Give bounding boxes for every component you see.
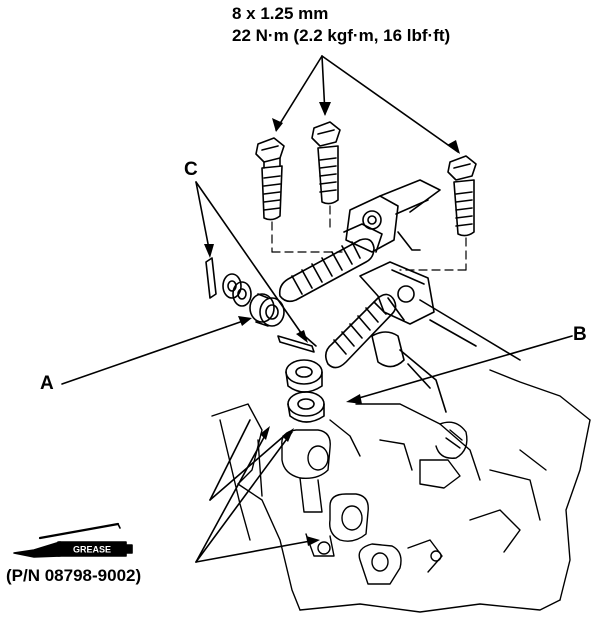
label-c: C: [184, 159, 198, 180]
flange-bolt: [311, 121, 341, 205]
label-a-pointer: [61, 319, 247, 385]
label-c-pointers: [195, 181, 307, 341]
cable-run: [371, 299, 521, 413]
grease-tube-icon: [13, 522, 133, 558]
grease-tube-label: GREASE: [73, 545, 111, 555]
pin: [277, 331, 317, 353]
bushing-collar: [249, 293, 285, 327]
label-a: A: [40, 373, 54, 394]
bolt-size-label: 8 x 1.25 mm: [232, 4, 329, 23]
grease-part-number: (P/N 08798-9002): [6, 566, 142, 585]
joint-bushing-lower: [287, 391, 325, 423]
label-b-pointer: [351, 335, 573, 401]
torque-callout-arrows: [275, 55, 459, 153]
flange-bolt: [255, 137, 285, 221]
grease-pointers: [195, 419, 317, 563]
label-b: B: [573, 324, 587, 345]
mounting-bracket: [345, 179, 441, 253]
shift-cable-boot-lower: [324, 293, 397, 369]
flange-bolt: [447, 155, 477, 237]
torque-label: 22 N·m (2.2 kgf·m, 16 lbf·ft): [232, 26, 451, 45]
transmission-case: [211, 369, 591, 613]
cotter-clip: [205, 257, 217, 299]
shift-cable-boot-upper: [278, 223, 383, 303]
flat-washer: [222, 273, 252, 307]
joint-bushing-upper: [285, 359, 323, 393]
